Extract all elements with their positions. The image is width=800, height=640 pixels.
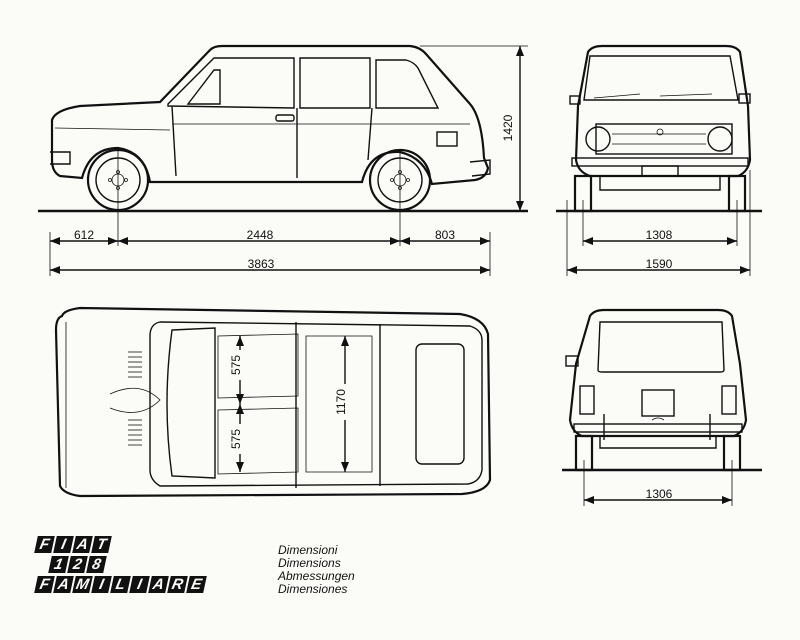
side-belt-line [54,127,171,131]
front-bumper-side [50,151,71,165]
front-body-outline [574,44,752,178]
side-front-window [167,57,295,109]
side-vent [436,131,458,147]
seat-rear-value: 575 [229,429,243,449]
logo-letter: M [72,576,93,593]
logo-letter: I [129,576,150,593]
front-track-dimension: 1308 [583,228,737,245]
rear-body-outline [568,308,748,438]
legend-italian: Dimensioni [278,543,338,557]
side-rear-window [375,59,440,109]
rear-view: 1306 [562,308,762,506]
overall-width-value: 1590 [646,257,673,271]
logo-letter: 2 [67,556,88,573]
top-view: 575 575 1170 [54,306,492,498]
front-plate [641,165,679,177]
logo-letter: T [91,536,112,553]
legend-english: Dimensions [278,556,341,570]
front-seat-left [217,333,299,399]
roof-outline [149,321,483,487]
logo-letter: R [167,576,188,593]
height-dimension: 1420 [420,45,528,211]
logo-letter: I [53,536,74,553]
front-track-value: 1308 [646,228,673,242]
rear-emblem [651,417,665,421]
rear-underbody [599,436,717,449]
overall-length-value: 3863 [248,257,275,271]
interior-width-value: 1170 [334,389,348,415]
headlight-right [707,126,733,152]
front-view: 1308 1590 [556,44,762,276]
legend-spanish: Dimensiones [278,582,348,596]
rear-track-dimension: 1306 [584,487,732,504]
front-grille [595,123,733,155]
rear-overhang-value: 803 [435,228,455,242]
badge-front [656,128,664,136]
mirror-left [569,95,581,105]
rear-bench [305,335,373,473]
steering-wheel-top [109,387,161,413]
logo-letter: 1 [48,556,69,573]
rear-glass [597,321,725,373]
dimensions-legend: Dimensioni Dimensions Abmessungen Dimens… [278,544,355,596]
side-rear-door-window [299,57,371,109]
logo-letter: A [148,576,169,593]
overall-width-dimension: 1590 [567,257,750,274]
rear-mirror-left [565,355,579,367]
wipers [593,93,713,99]
taillight-right [721,385,737,415]
seat-dimensions: 575 575 1170 [229,336,349,472]
side-view: 1420 612 2448 803 3863 [38,44,528,276]
seat-front-value: 575 [229,355,243,375]
rear-plate [641,389,675,417]
wheelbase-value: 2448 [247,228,274,242]
hood-vents [128,351,142,446]
front-seat-right [217,407,299,475]
side-rear-door-edge [367,107,373,161]
rear-track-value: 1306 [646,487,673,501]
side-quarter-window [186,69,221,105]
legend-german: Abmessungen [278,569,355,583]
rear-bumper [573,423,743,433]
windshield [583,55,739,101]
door-handle [275,114,295,122]
logo-letter: E [186,576,207,593]
height-value: 1420 [501,114,515,141]
rear-window-top [415,343,465,465]
logo-letter: F [34,536,55,553]
windshield-top [166,327,216,479]
logo-letter: I [91,576,112,593]
top-body-outline [54,306,492,498]
logo-letter: 8 [86,556,107,573]
rear-bumper-side [469,159,491,177]
front-underbody [599,176,721,191]
headlight-left [585,126,611,152]
bumper-guards [603,414,711,440]
side-a-pillar [171,105,177,177]
mirror-right [738,93,751,104]
logo-letter: A [72,536,93,553]
logo-letter: A [53,576,74,593]
front-bumper [571,157,749,167]
logo-letter: F [34,576,55,593]
front-overhang-value: 612 [74,228,94,242]
side-body-outline [50,44,490,186]
logo-letter: L [110,576,131,593]
taillight-left [579,385,595,415]
length-dimensions: 612 2448 803 3863 [49,228,491,276]
